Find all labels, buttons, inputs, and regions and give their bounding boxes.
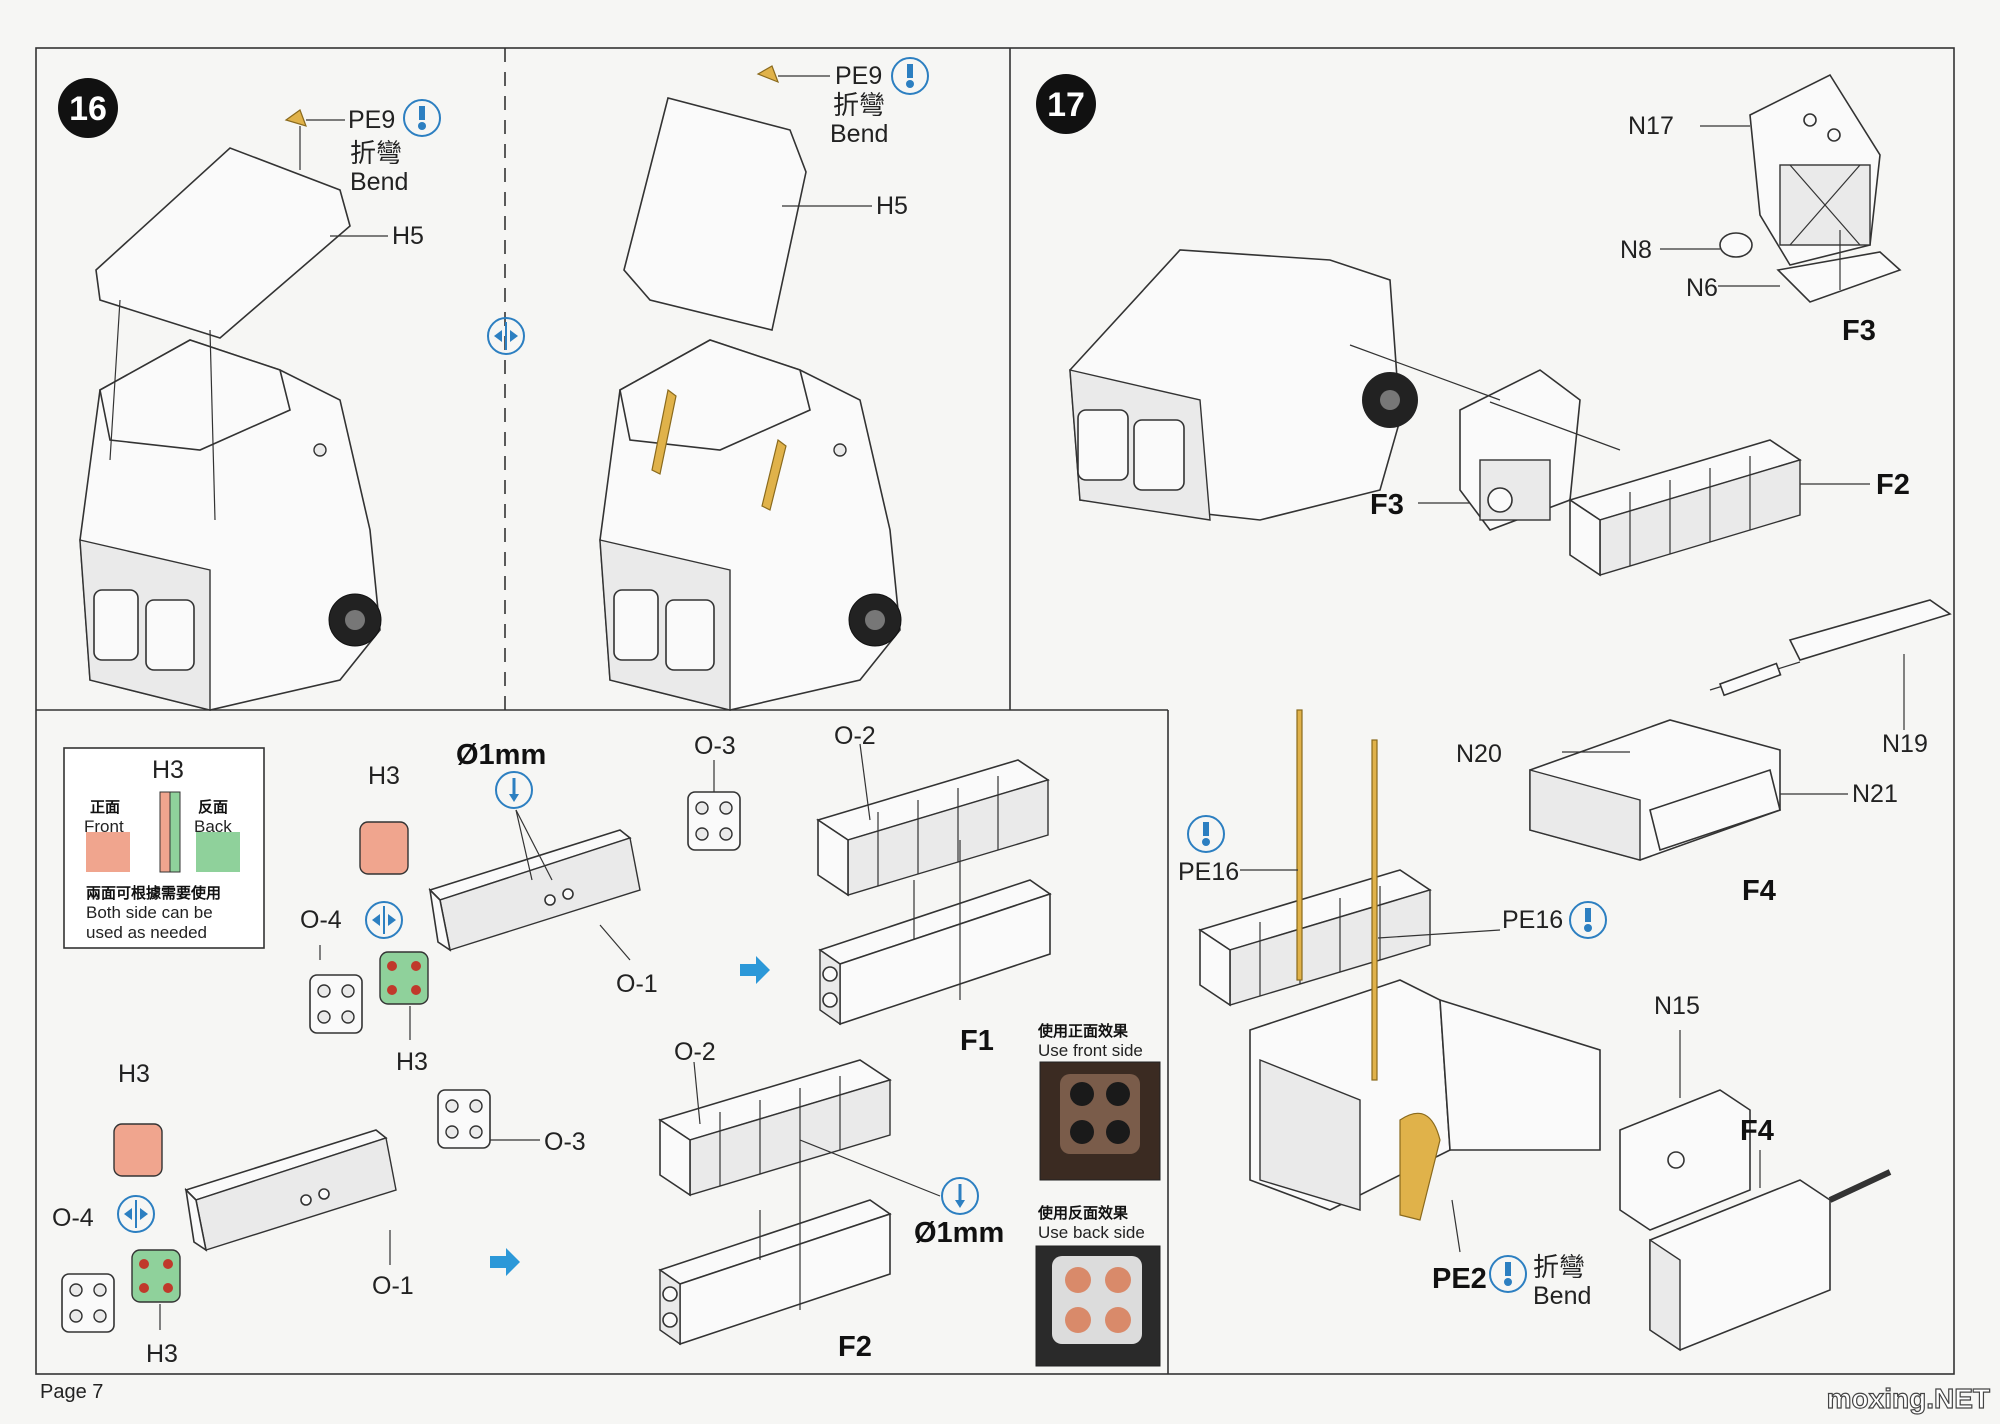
label-bot-o1: O-1 <box>372 1272 414 1300</box>
bend-icon <box>1187 815 1225 853</box>
label-n8: N8 <box>1620 236 1652 264</box>
label-pe16-left: PE16 <box>1178 858 1239 886</box>
legend-h3: H3 <box>152 756 184 784</box>
label-top-h3-a: H3 <box>368 762 400 790</box>
step-17: 17 N17 <box>1036 73 1952 1352</box>
label-f2: F2 <box>1876 469 1910 501</box>
pe2-part <box>1399 1112 1441 1221</box>
step-16-badge <box>58 78 118 138</box>
label-f4-bottom: F4 <box>1740 1115 1774 1147</box>
page-label: Page 7 <box>40 1381 103 1403</box>
drill-icon <box>494 770 534 810</box>
label-pe16-right: PE16 <box>1502 906 1563 934</box>
h3-front-top <box>359 821 409 875</box>
n6-part <box>1776 251 1902 303</box>
arrow-right-icon <box>740 956 770 984</box>
h3-back-bottom <box>131 1249 181 1303</box>
flip-icon <box>117 1195 155 1233</box>
legend-front-en: Front <box>84 817 124 836</box>
label-n17: N17 <box>1628 112 1674 140</box>
pe16-rod-left <box>1296 709 1303 981</box>
sheet-frame <box>35 47 1955 1375</box>
legend-front-swatch <box>86 832 130 872</box>
label-bend-cn-right: 折彎 <box>833 91 885 121</box>
label-pe9-right: PE9 <box>835 62 882 90</box>
legend-back-swatch <box>196 832 240 872</box>
flip-icon <box>365 901 403 939</box>
sub-assembly-panel: H3 正面 Front 反面 Back 兩面可根據需要使用 Both side … <box>52 722 1161 1368</box>
flip-icon <box>487 317 525 355</box>
h5-part-right <box>623 97 807 331</box>
n8-part <box>1719 232 1753 258</box>
bend-icon <box>1569 901 1607 939</box>
label-bot-f2: F2 <box>838 1331 872 1363</box>
h3-back-top <box>379 951 429 1005</box>
back-effect-cn: 使用反面效果 <box>1037 1204 1129 1222</box>
label-f3-mid: F3 <box>1370 489 1404 521</box>
label-h5-right: H5 <box>876 192 908 220</box>
label-bend-en: Bend <box>1533 1282 1591 1310</box>
pe16-rod-right <box>1371 739 1378 1081</box>
label-n21: N21 <box>1852 780 1898 808</box>
label-bot-o4: O-4 <box>52 1204 94 1232</box>
legend-note-cn: 兩面可根據需要使用 <box>86 884 221 902</box>
label-pe9-left: PE9 <box>348 106 395 134</box>
label-f3-top: F3 <box>1842 315 1876 347</box>
bend-icon <box>1489 1255 1527 1293</box>
label-bot-h3-a: H3 <box>118 1060 150 1088</box>
label-h5-left: H5 <box>392 222 424 250</box>
label-top-h3-b: H3 <box>396 1048 428 1076</box>
bend-icon <box>891 57 929 95</box>
label-top-o3: O-3 <box>694 732 736 760</box>
label-bot-drill: Ø1mm <box>914 1217 1004 1249</box>
label-n15: N15 <box>1654 992 1700 1020</box>
label-bot-o3: O-3 <box>544 1128 586 1156</box>
legend-note-en1: Both side can be <box>86 903 213 922</box>
step-16-number: 16 <box>69 90 107 128</box>
legend-back-en: Back <box>194 817 232 836</box>
step-16: 16 PE9 折彎 Bend H5 PE9 折彎 Bend H5 <box>58 57 929 711</box>
label-top-o1: O-1 <box>616 970 658 998</box>
label-bend-cn: 折彎 <box>1533 1253 1585 1283</box>
pe9-part-left <box>284 109 307 127</box>
arrow-right-icon <box>490 1248 520 1276</box>
back-effect-en: Use back side <box>1038 1223 1145 1242</box>
drill-icon <box>940 1176 980 1216</box>
pe9-part-right <box>756 65 780 84</box>
label-n6: N6 <box>1686 274 1718 302</box>
legend-back-cn: 反面 <box>198 798 228 816</box>
label-bend-en-left: Bend <box>350 168 408 196</box>
front-effect-cn: 使用正面效果 <box>1037 1022 1129 1040</box>
label-top-o2: O-2 <box>834 722 876 750</box>
label-top-f1: F1 <box>960 1025 994 1057</box>
label-bot-o2: O-2 <box>674 1038 716 1066</box>
step-17-number: 17 <box>1047 86 1085 124</box>
h5-part-left <box>95 147 351 339</box>
h3-front-bottom <box>113 1123 163 1177</box>
legend-note-en2: used as needed <box>86 923 207 942</box>
n19-part <box>1788 599 1952 661</box>
label-bot-h3-b: H3 <box>146 1340 178 1368</box>
step-17-badge <box>1036 74 1096 134</box>
label-n19: N19 <box>1882 730 1928 758</box>
label-top-o4: O-4 <box>300 906 342 934</box>
label-bend-cn-left: 折彎 <box>350 139 402 169</box>
legend-front-cn: 正面 <box>90 798 120 816</box>
label-n20: N20 <box>1456 740 1502 768</box>
watermark: moxing.NET <box>1827 1383 1990 1414</box>
label-f4-top: F4 <box>1742 875 1776 907</box>
label-pe2: PE2 <box>1432 1263 1487 1295</box>
bend-icon <box>403 99 441 137</box>
label-top-drill: Ø1mm <box>456 739 546 771</box>
label-bend-en-right: Bend <box>830 120 888 148</box>
front-effect-en: Use front side <box>1038 1041 1143 1060</box>
